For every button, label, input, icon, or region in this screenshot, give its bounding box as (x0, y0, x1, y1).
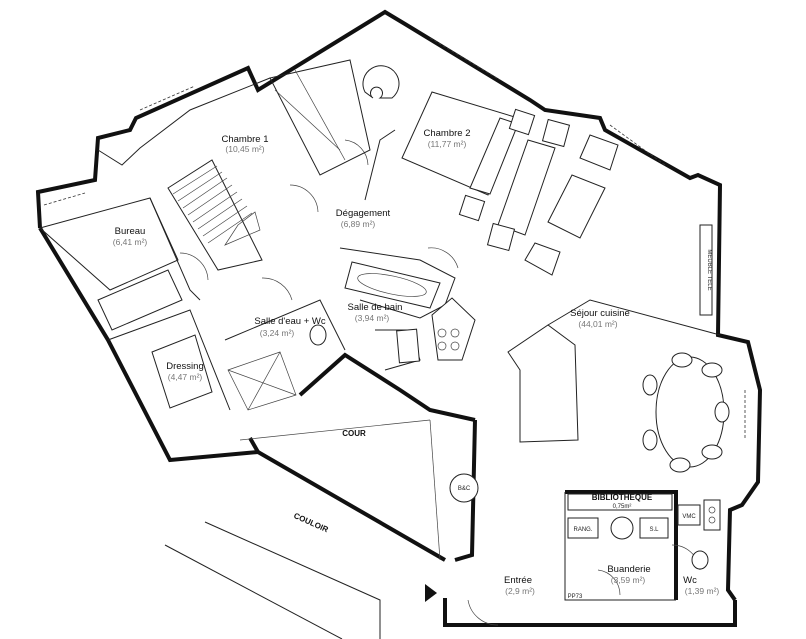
label-degagement: Dégagement (336, 208, 391, 219)
buanderie-fixtures (567, 516, 669, 540)
toilet-salle-eau (309, 324, 327, 346)
area-chambre-2: (11,77 m²) (428, 139, 467, 149)
round-column (362, 65, 400, 99)
shower (227, 351, 297, 411)
area-buanderie: (3,59 m²) (611, 575, 646, 585)
stairs (167, 59, 371, 271)
label-cour: COUR (342, 429, 366, 438)
bed-chambre-2 (401, 91, 536, 222)
label-meuble-tele: MEUBLE TELE (706, 249, 712, 290)
dressing-unit (151, 334, 213, 409)
area-entree: (2,9 m²) (505, 586, 535, 596)
doors (179, 139, 701, 626)
area-degagement: (6,89 m²) (341, 219, 376, 229)
label-bibliotheque-area: 0,75m² (613, 504, 632, 510)
label-entree: Entrée (504, 575, 532, 586)
label-sejour: Séjour cuisine (570, 308, 630, 319)
area-dressing: (4,47 m²) (168, 372, 203, 382)
label-salle-de-bain: Salle de bain (348, 302, 403, 313)
area-wc: (1,39 m²) (685, 586, 720, 596)
room-labels: Chambre 1 (10,45 m²) Chambre 2 (11,77 m²… (113, 128, 720, 596)
windows (43, 37, 746, 440)
label-dressing: Dressing (166, 361, 204, 372)
meuble-tele (699, 224, 713, 316)
kitchen-counter (431, 297, 476, 361)
dining-table (642, 352, 730, 473)
label-couloir: COULOIR (292, 511, 330, 534)
kitchen-island (507, 324, 579, 443)
bathtub (344, 261, 441, 309)
bc-fixture (449, 473, 479, 503)
label-buanderie: Buanderie (607, 564, 650, 575)
exterior-walls (35, 9, 763, 627)
area-salle-de-bain: (3,94 m²) (355, 313, 390, 323)
label-wc: Wc (683, 575, 697, 586)
entrance-arrow (425, 584, 437, 602)
area-bureau: (6,41 m²) (113, 237, 148, 247)
living-sofas (486, 118, 619, 276)
sink-salle-de-bain (396, 328, 420, 364)
area-chambre-1: (10,45 m²) (225, 144, 264, 154)
label-chambre-2: Chambre 2 (424, 128, 471, 139)
label-rang: RANG. (573, 527, 592, 533)
bureau-sofa (97, 269, 183, 331)
label-pp73: PP73 (568, 594, 583, 600)
area-sejour: (44,01 m²) (578, 319, 617, 329)
bibliotheque-shelf (567, 493, 673, 511)
vmc-unit (677, 499, 721, 531)
cour-area (239, 419, 441, 561)
toilet-wc (691, 550, 709, 570)
label-salle-eau: Salle d'eau + Wc (254, 316, 326, 327)
area-salle-eau: (3,24 m²) (260, 328, 295, 338)
label-vmc: VMC (682, 514, 696, 520)
label-bc: B&C (458, 486, 471, 492)
label-bibliotheque: BIBLIOTHEQUE (592, 493, 653, 502)
label-bureau: Bureau (115, 226, 146, 237)
label-sl: S.L (649, 527, 659, 533)
label-chambre-1: Chambre 1 (222, 134, 269, 145)
couloir-area (164, 521, 381, 639)
